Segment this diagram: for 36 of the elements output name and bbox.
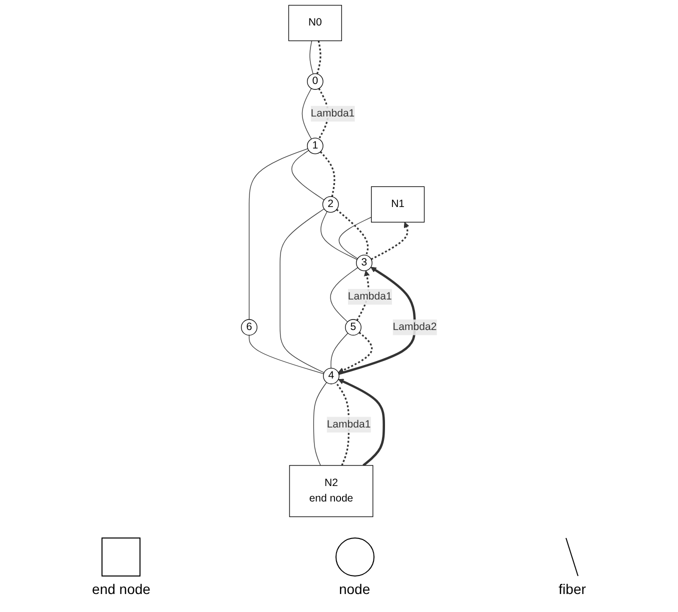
connector (291, 150, 324, 200)
connector (280, 208, 324, 373)
legend-text: node (338, 581, 370, 597)
node-circle: 3 (356, 254, 372, 272)
connector (338, 216, 372, 259)
connector (330, 332, 348, 368)
edge-label: Lambda2 (392, 321, 437, 333)
connector (320, 151, 336, 197)
connector (316, 40, 322, 74)
node-box: N0 (288, 4, 342, 42)
connector (330, 267, 358, 322)
arrow (338, 332, 373, 373)
connector (320, 211, 358, 260)
connector (313, 382, 327, 466)
edge-label: Lambda1 (348, 290, 392, 302)
legend-text: end node (92, 581, 150, 597)
legend-text: fiber (558, 581, 586, 597)
node-circle: 5 (345, 319, 362, 336)
node-circle: 0 (306, 73, 324, 90)
node-circle: 6 (240, 319, 258, 336)
node-circle: 2 (322, 196, 339, 213)
node-box: N1 (371, 186, 425, 223)
node-circle: 4 (323, 368, 340, 384)
connector (335, 382, 350, 466)
connector (248, 334, 324, 374)
edge-label: Lambda1 (310, 108, 355, 119)
arrow (370, 222, 410, 260)
connector (302, 88, 312, 140)
node-circle: 1 (306, 138, 324, 154)
edge-label: Lambda1 (326, 418, 371, 430)
connector (310, 40, 314, 74)
arrow (338, 266, 416, 375)
node-box: N2 end node (289, 465, 374, 518)
connector (336, 208, 369, 256)
arrow (338, 378, 385, 466)
connector (248, 148, 308, 320)
